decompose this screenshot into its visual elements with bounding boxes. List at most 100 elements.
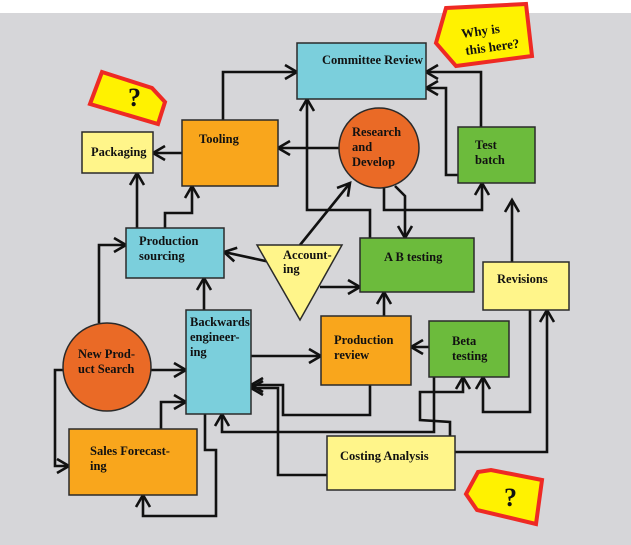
node-new-product-search[interactable]: New Prod-uct Search [62,322,152,412]
node-shape-rect [125,227,225,279]
node-accounting[interactable]: Account-ing [255,244,344,322]
connector-new-product-search-to-backwards-engineering [151,361,189,379]
node-label: engineer- [190,330,240,344]
node-label: Production [334,333,394,347]
tag-question-bottom-right: ? [463,467,545,527]
connector-line [394,185,407,238]
node-label: Develop [352,155,395,169]
node-label: Account- [283,248,332,262]
tag-label: ? [504,483,517,512]
tag-shape [463,467,545,527]
connector-revisions-to-test-batch [503,197,521,262]
arrowhead-icon [503,197,521,213]
node-label: Test [475,138,498,152]
node-shape-triangle [255,244,344,322]
connector-line [53,368,69,468]
node-ab-testing[interactable]: A B testing [359,237,475,293]
tag-shape [87,69,168,127]
node-label: testing [452,349,488,363]
node-label: Production [139,234,199,248]
node-shape-rect [482,261,570,311]
tag-label: this here? [464,36,520,58]
connector-production-sourcing-to-packaging [128,170,146,228]
connector-line [159,400,186,429]
node-shape-rect [359,237,475,293]
connector-line [382,183,484,212]
connector-line [305,99,372,238]
node-label: Sales Forecast- [90,444,170,458]
connector-accounting-to-ab-testing [320,278,363,296]
node-costing-analysis[interactable]: Costing Analysis [326,435,456,491]
connector-line [223,250,271,264]
connector-tooling-to-committee-review [221,63,300,120]
connector-line [163,186,194,228]
connector-line [251,383,372,417]
connector-line [141,414,218,518]
node-tooling[interactable]: Tooling [181,119,279,187]
connector-research-and-develop-to-test-batch [382,180,491,212]
connector-test-batch-to-committee-review [423,79,458,177]
node-shape-rect [296,42,427,100]
node-label: ing [190,345,207,359]
connector-line [220,377,436,434]
node-shape-rect [185,309,252,415]
node-shape-rect [81,131,154,174]
connector-backwards-engineering-to-production-review [251,347,324,365]
connector-line [426,86,458,177]
connector-beta-testing-to-production-review [408,338,429,356]
node-label: Backwards [190,315,250,329]
connector-line [97,243,126,323]
node-revisions[interactable]: Revisions [482,261,570,311]
node-shape-rect [326,435,456,491]
node-label: Committee Review [322,53,423,67]
arrowhead-icon [336,180,352,197]
node-label: and [352,140,372,154]
node-shape-rect [181,119,279,187]
node-label: review [334,348,369,362]
connector-backwards-engineering-to-production-sourcing [195,275,213,310]
node-packaging[interactable]: Packaging [81,131,154,174]
node-label: Costing Analysis [340,449,429,463]
node-label: Research [352,125,401,139]
node-shape-circle [62,322,152,412]
connector-line [298,182,352,246]
connector-research-and-develop-to-tooling [275,139,339,157]
connector-production-review-to-ab-testing [375,289,393,316]
node-sales-forecasting[interactable]: Sales Forecast-ing [68,428,198,496]
connector-new-product-search-to-production-sourcing [97,236,129,323]
node-label: Tooling [199,132,240,146]
connector-line [418,377,465,436]
node-committee-review[interactable]: Committee Review [296,42,427,100]
node-shape-rect [457,126,536,184]
node-shape-rect [68,428,198,496]
connector-line [481,310,532,414]
node-label: uct Search [78,362,134,376]
connector-sales-forecasting-to-backwards-engineering [159,393,189,429]
tag-label: Why is [460,21,500,41]
node-label: ing [283,262,300,276]
connector-production-sourcing-to-tooling [163,183,201,228]
connector-tooling-to-packaging [150,144,182,162]
connector-line [426,70,483,127]
tag-label: ? [128,83,141,112]
node-label: Packaging [91,145,147,159]
connector-accounting-to-research-and-develop [298,180,352,246]
node-shape-rect [428,320,510,378]
connector-costing-analysis-to-beta-testing [418,374,472,436]
node-label: ing [90,459,107,473]
connector-line [221,70,297,120]
connector-line [251,386,327,477]
connector-line [455,310,549,454]
node-label: New Prod- [78,347,135,361]
node-label: A B testing [384,250,443,264]
tag-shape [433,1,535,69]
